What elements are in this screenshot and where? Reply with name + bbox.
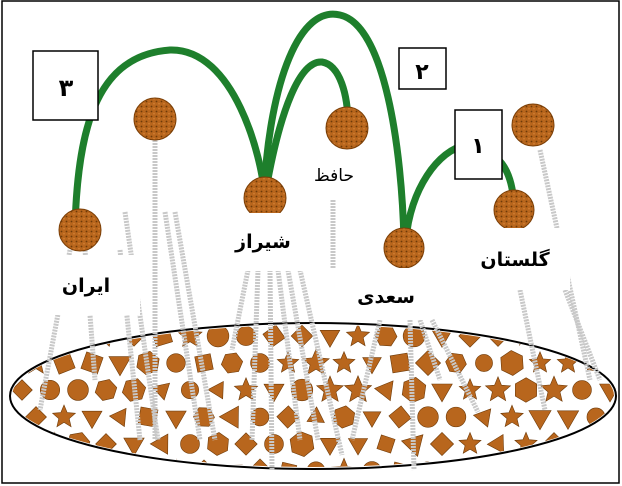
shape-square bbox=[39, 325, 62, 348]
label-shiraz: شیراز bbox=[234, 231, 291, 253]
shape-circle bbox=[67, 325, 88, 346]
shape-star bbox=[10, 323, 34, 346]
shape-star bbox=[472, 458, 496, 481]
node-iran bbox=[59, 209, 101, 251]
number-3: ٣ bbox=[59, 74, 74, 102]
shape-circle bbox=[27, 462, 46, 481]
shape-square bbox=[279, 462, 297, 480]
shape-tri-down bbox=[109, 465, 131, 484]
node-golestan bbox=[494, 190, 534, 230]
shape-hexagon bbox=[612, 406, 622, 428]
shape-circle bbox=[600, 434, 620, 454]
shape-circle bbox=[181, 381, 198, 398]
shape-star bbox=[583, 457, 609, 482]
node-shiraz bbox=[244, 177, 286, 219]
shape-square bbox=[83, 462, 101, 480]
shape-circle bbox=[181, 435, 200, 454]
shape-diamond bbox=[51, 458, 77, 484]
number-box-1: ١ bbox=[455, 110, 502, 179]
shape-square bbox=[390, 353, 410, 373]
label-saadi: سعدی bbox=[357, 286, 415, 308]
shape-triangle bbox=[542, 326, 561, 347]
shape-square bbox=[13, 435, 32, 454]
shape-star bbox=[612, 459, 622, 481]
shape-circle bbox=[167, 354, 186, 373]
shape-square bbox=[556, 459, 579, 482]
edge-iran-shiraz bbox=[75, 50, 264, 227]
number-1: ١ bbox=[471, 134, 484, 159]
shape-circle bbox=[363, 462, 382, 481]
label-golestan: گلستان bbox=[480, 248, 550, 271]
shape-circle bbox=[475, 354, 492, 371]
node-hafez bbox=[326, 107, 368, 149]
shape-circle bbox=[572, 434, 591, 453]
shape-star bbox=[135, 457, 162, 482]
shape-diamond bbox=[501, 460, 523, 482]
shape-triangle bbox=[445, 463, 463, 481]
number-box-3: ٣ bbox=[33, 51, 98, 120]
shape-star bbox=[529, 459, 552, 480]
shape-circle bbox=[446, 407, 466, 427]
node-top-right bbox=[512, 104, 554, 146]
shape-circle bbox=[236, 326, 255, 345]
shape-circle bbox=[68, 380, 89, 401]
label-iran: ایران bbox=[62, 275, 110, 297]
number-2: ٢ bbox=[415, 60, 429, 85]
number-box-2: ٢ bbox=[399, 48, 446, 89]
shape-circle bbox=[573, 381, 592, 400]
node-top-left bbox=[134, 98, 176, 140]
label-hafez: حافظ bbox=[314, 166, 354, 186]
node-saadi bbox=[384, 228, 424, 268]
shape-circle bbox=[307, 462, 325, 480]
shape-circle bbox=[418, 407, 439, 428]
